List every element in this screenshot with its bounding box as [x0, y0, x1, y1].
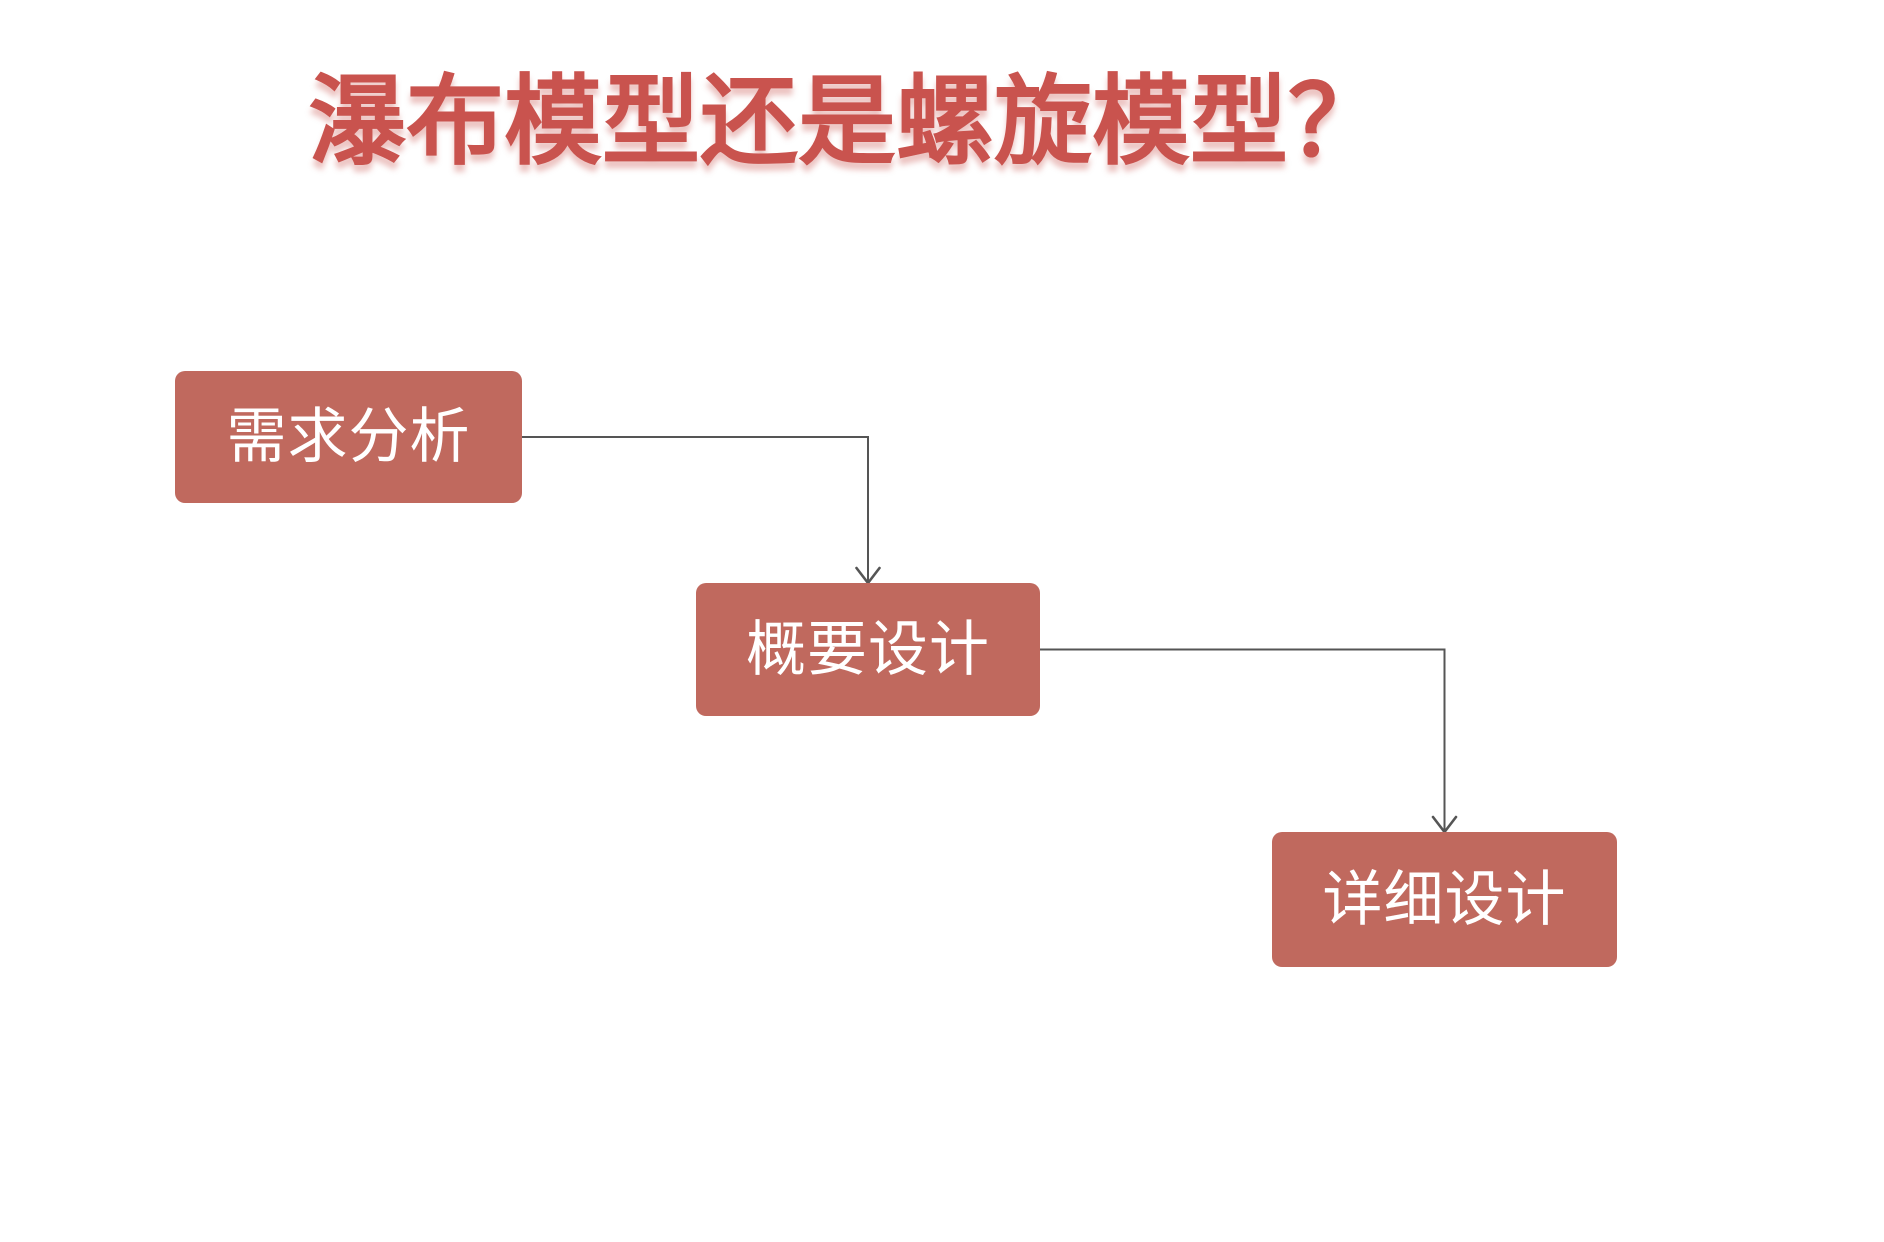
flow-node-label: 概要设计: [746, 615, 990, 683]
flow-node-label: 需求分析: [226, 403, 471, 470]
flow-node-requirements-analysis: 需求分析: [175, 371, 522, 503]
flow-node-outline-design: 概要设计: [696, 583, 1040, 716]
connector-outline-design-to-detailed-design: [1040, 648, 1458, 835]
flow-node-detailed-design: 详细设计: [1272, 832, 1617, 967]
flow-node-label: 详细设计: [1322, 865, 1567, 933]
slide-title: 瀑布模型还是螺旋模型？: [308, 66, 1387, 176]
connector-requirements-analysis-to-outline-design: [522, 436, 881, 586]
